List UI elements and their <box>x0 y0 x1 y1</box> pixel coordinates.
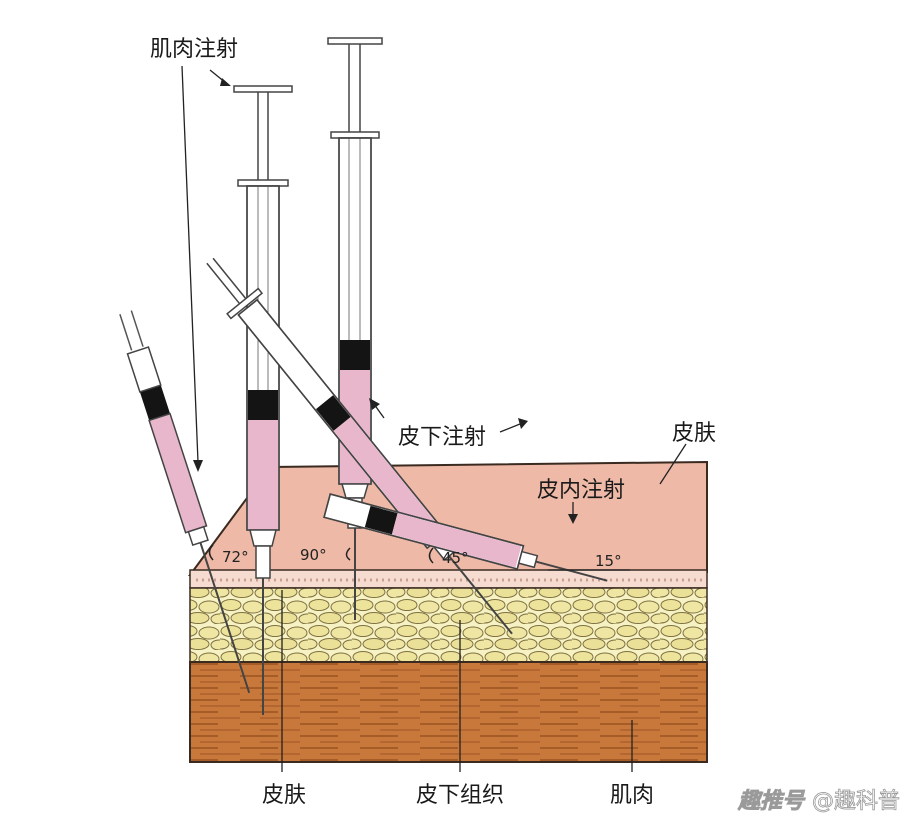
subcutaneous-injection-label: 皮下注射 <box>398 425 486 450</box>
syringe-intradermal-15 <box>323 493 608 582</box>
muscle-label: 肌肉 <box>610 783 654 808</box>
watermark: 趣推号 @趣科普 <box>737 789 901 815</box>
skin-top-label: 皮肤 <box>672 421 716 446</box>
subcutaneous-tissue-label: 皮下组织 <box>416 783 504 808</box>
angle-90-label: 90° <box>300 546 327 564</box>
skin-bottom-label: 皮肤 <box>262 783 306 808</box>
intradermal-injection-label: 皮内注射 <box>537 478 625 503</box>
pointer-lines <box>181 65 687 772</box>
syringe-intramuscular-72 <box>119 310 251 694</box>
muscle-layer <box>189 661 708 763</box>
syringe-intramuscular-90 <box>233 85 293 715</box>
angle-markers: 72° 90° 45° 15° <box>208 544 630 571</box>
subcutaneous-fat-layer <box>189 587 708 663</box>
angle-15-label: 15° <box>595 552 622 570</box>
tissue-block <box>188 460 708 763</box>
intramuscular-injection-label: 肌肉注射 <box>150 37 238 62</box>
watermark-handle: @趣科普 <box>812 789 900 814</box>
angle-45-label: 45° <box>442 549 469 567</box>
watermark-logo: 趣推号 <box>737 789 806 814</box>
angle-72-label: 72° <box>222 548 249 566</box>
